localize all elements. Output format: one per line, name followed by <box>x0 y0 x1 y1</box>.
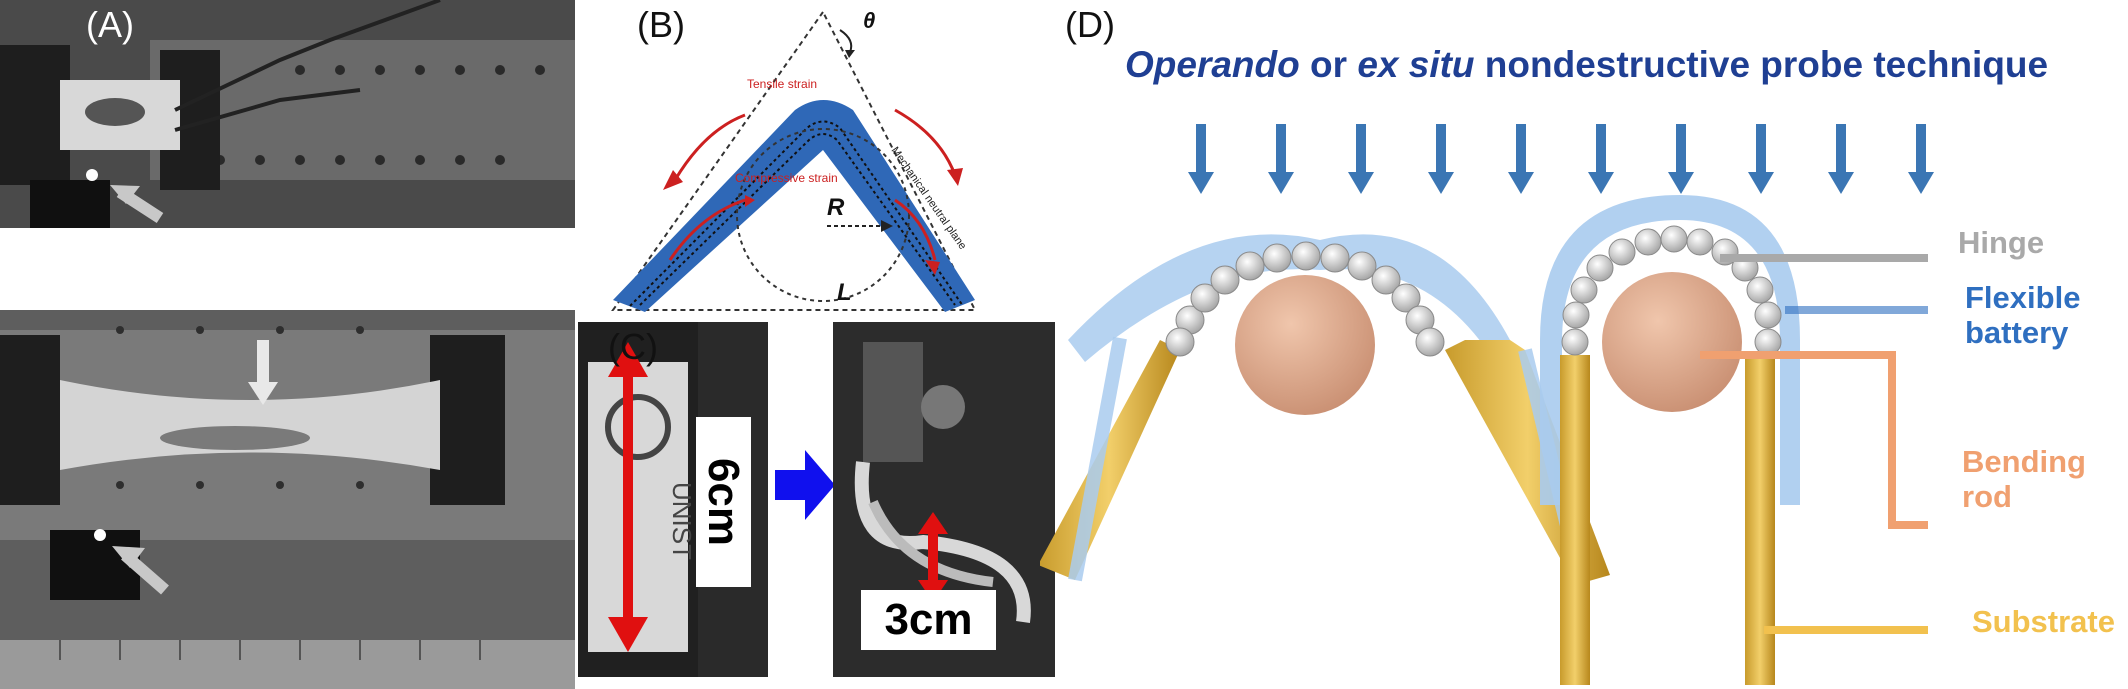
bending-rig-photo-stretched <box>0 310 575 689</box>
blue-right-arrow-icon <box>775 450 835 520</box>
panel-c-photo-left: UNIST 6cm <box>578 322 768 677</box>
compressive-strain-label: Compressive strain <box>735 171 838 185</box>
panel-c-label: (C) <box>608 326 658 367</box>
probe-arrow-icon <box>1828 124 1854 194</box>
headline-rest: nondestructive probe technique <box>1474 44 2049 85</box>
panel-d-diagram <box>1040 110 2128 689</box>
flexible-strip <box>613 100 975 312</box>
logo-text: UNIST <box>667 482 697 560</box>
bending-geometry-diagram: Tensile strain Compressive strain θ R L … <box>611 8 977 312</box>
arrow-transition <box>775 450 835 520</box>
probe-arrow-icon <box>1668 124 1694 194</box>
panel-a-photo-bottom <box>0 310 575 689</box>
legend-substrate: Substrate <box>1972 604 2115 639</box>
three-cm-label: 3cm <box>861 590 996 650</box>
probe-arrow-icon <box>1428 124 1454 194</box>
bending-schematic <box>1040 124 1934 685</box>
probe-arrow-icon <box>1348 124 1374 194</box>
legend-hinge: Hinge <box>1958 225 2045 260</box>
partially-bent-assembly <box>1040 234 1610 585</box>
bending-triangle <box>611 10 977 311</box>
headline-operando: Operando <box>1125 44 1300 85</box>
headline-ex-situ: ex situ <box>1357 44 1475 85</box>
bending-rig-photo <box>0 0 575 228</box>
probe-arrow-icon <box>1748 124 1774 194</box>
probe-arrow-icon <box>1588 124 1614 194</box>
bending-radius-circle <box>736 128 910 302</box>
panel-b-diagram: Tensile strain Compressive strain θ R L … <box>595 0 985 320</box>
bending-rod-right <box>1602 272 1742 412</box>
six-cm-label: 6cm <box>696 417 751 587</box>
probe-arrow-icon <box>1188 124 1214 194</box>
tensile-strain-label: Tensile strain <box>747 77 817 91</box>
legend-flexible-battery: Flexible battery <box>1965 280 2081 350</box>
legend-bending-rod: Bending rod <box>1962 444 2086 514</box>
probe-arrow-icon <box>1908 124 1934 194</box>
panel-a-photo-top <box>0 0 575 228</box>
fully-bent-assembly <box>1540 195 1800 685</box>
panel-b-label: (B) <box>637 4 685 45</box>
legend-leaders <box>1700 254 1928 634</box>
length-label: L <box>837 279 852 306</box>
theta-label: θ <box>863 8 875 33</box>
headline-or: or <box>1299 44 1358 85</box>
panel-c-photo-right: 3cm <box>833 322 1055 677</box>
panel-d-label: (D) <box>1065 4 1115 45</box>
probe-arrows <box>1188 124 1934 194</box>
probe-technique-headline: Operando or ex situ nondestructive probe… <box>1125 44 2048 86</box>
bending-rod-left <box>1235 275 1375 415</box>
radius-label: R <box>827 194 845 221</box>
probe-arrow-icon <box>1268 124 1294 194</box>
panel-a-label: (A) <box>86 4 134 45</box>
probe-arrow-icon <box>1508 124 1534 194</box>
